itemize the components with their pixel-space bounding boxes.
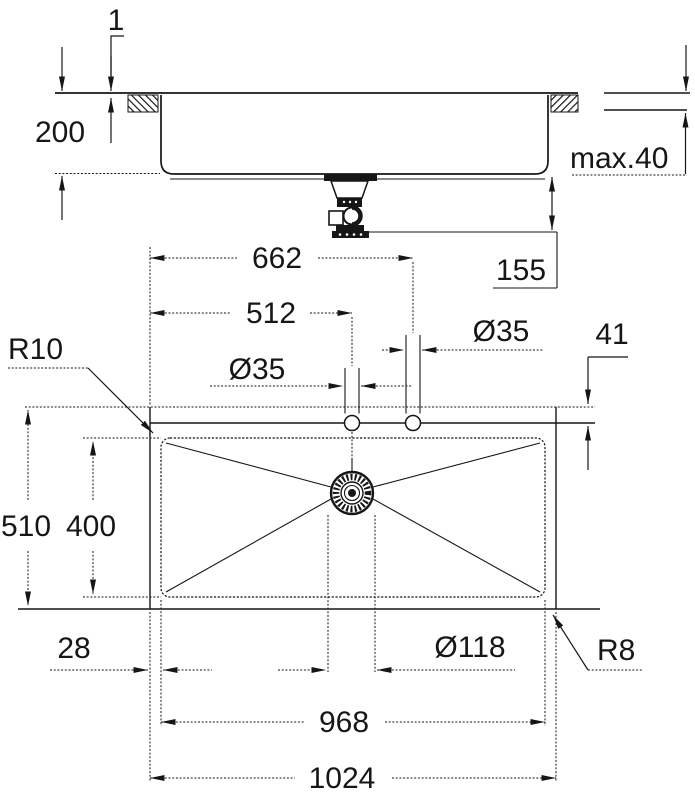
faucet-hole-2 [404, 414, 422, 432]
basin-diagonal-bl [165, 498, 332, 593]
basin-outline [160, 437, 546, 598]
dim-basin-corner-radius-label: R10 [8, 333, 63, 366]
dim-basin-width-label: 968 [319, 706, 369, 739]
dim-trap-height-label: 155 [496, 254, 546, 287]
top-view: 662 512 Ø35 Ø35 41 [1, 242, 643, 792]
drain-top-view [329, 458, 375, 516]
basin-diagonal-tr [372, 442, 541, 488]
dim-drain-diameter: Ø118 [278, 631, 515, 673]
dim-basin-corner-radius: R10 [8, 333, 154, 434]
faucet-hole-1 [343, 414, 361, 432]
dim-hole1-center: 512 [150, 297, 352, 330]
dim-basin-depth-label: 400 [66, 510, 116, 543]
dim-hole1-diameter: Ø35 [210, 353, 412, 389]
dim-counter-thickness: max.40 [570, 45, 689, 176]
dim-basin-width: 968 [161, 706, 545, 739]
dim-bowl-depth-label: 200 [35, 116, 85, 149]
dim-hole2-diameter: Ø35 [382, 315, 543, 353]
dim-hole1-center-label: 512 [246, 297, 296, 330]
dim-side-ledge-label: 28 [57, 632, 90, 665]
dim-overall-depth: 510 [1, 410, 51, 606]
dim-hole2-diameter-label: Ø35 [473, 315, 530, 348]
dim-outer-corner-radius: R8 [552, 614, 643, 671]
counter-hatch-right [550, 94, 579, 113]
basin-diagonal-br [372, 498, 541, 593]
dim-side-ledge: 28 [50, 632, 212, 673]
dim-drain-diameter-label: Ø118 [434, 631, 505, 664]
basin-diagonal-tl [165, 442, 332, 488]
dim-rim-gap: 1 [108, 4, 125, 143]
dim-overall-depth-label: 510 [1, 510, 51, 543]
dim-overall-width-label: 1024 [309, 762, 376, 792]
sink-bowl-outline [160, 95, 549, 175]
dim-hole1-diameter-label: Ø35 [229, 353, 286, 386]
dim-bowl-depth: 200 [35, 47, 160, 220]
dim-rear-ledge-label: 41 [595, 318, 628, 351]
dim-basin-depth: 400 [66, 441, 116, 594]
dim-trap-height: 155 [333, 177, 558, 289]
dim-hole2-center-label: 662 [252, 242, 302, 275]
dim-overall-width: 1024 [150, 762, 556, 792]
side-view: 1 200 max.40 155 [35, 4, 690, 289]
dim-rim-gap-label: 1 [108, 4, 125, 37]
dim-hole2-center: 662 [150, 242, 413, 275]
dim-counter-thickness-label: max.40 [570, 142, 668, 175]
dim-rear-ledge: 41 [585, 318, 629, 470]
drain-trap [324, 174, 377, 238]
counter-hatch-left [127, 94, 159, 113]
dim-outer-corner-radius-label: R8 [597, 634, 635, 667]
